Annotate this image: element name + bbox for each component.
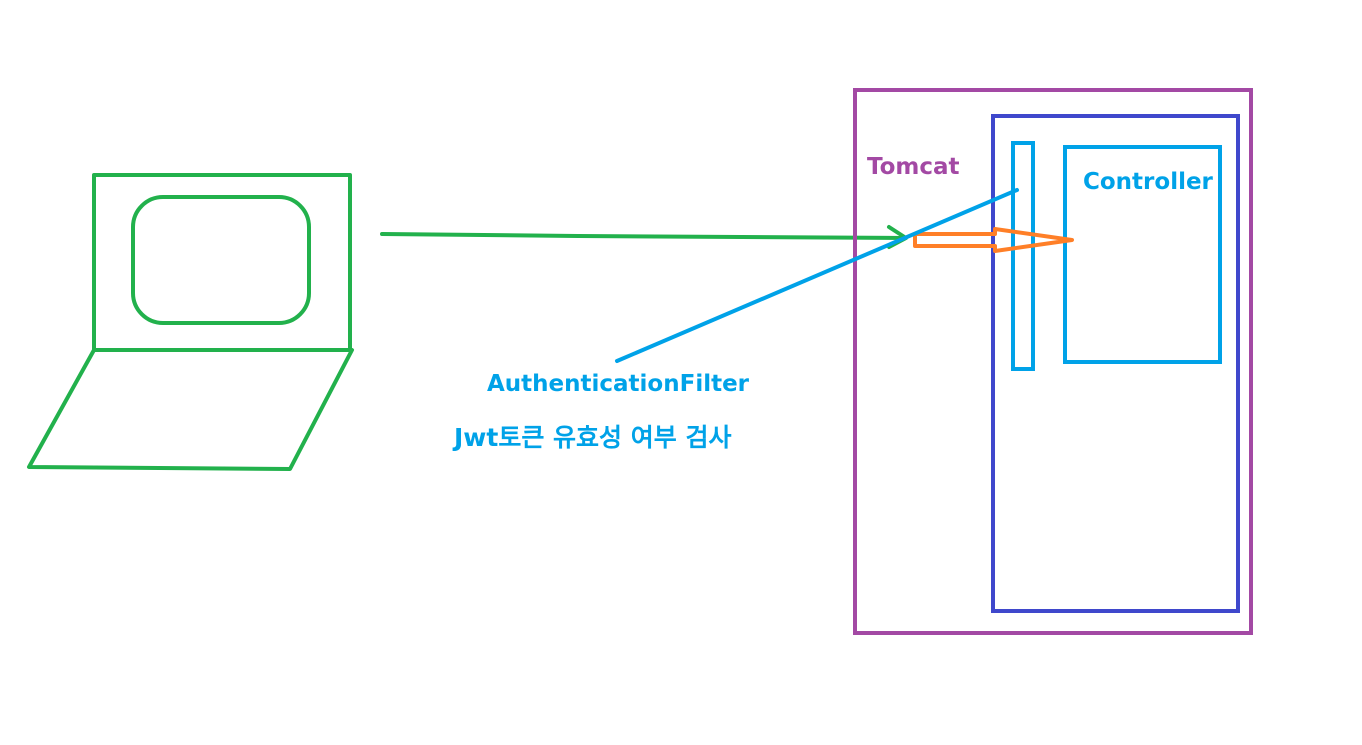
controller-box: [1063, 145, 1222, 364]
forward-arrow: [913, 227, 1074, 253]
tomcat-label: Tomcat: [867, 154, 960, 180]
filter-bar: [1011, 141, 1035, 371]
laptop-screen: [131, 195, 311, 325]
tomcat-box: [853, 88, 1253, 635]
filter-pointer-line: [615, 188, 1019, 363]
filter-label: AuthenticationFilter: [487, 371, 750, 397]
laptop-icon: [27, 173, 354, 471]
filter-description-label: Jwt토큰 유효성 여부 검사: [452, 423, 731, 452]
request-arrow: [380, 225, 908, 249]
laptop-lid: [92, 173, 352, 352]
laptop-base: [27, 348, 354, 471]
controller-label: Controller: [1083, 169, 1214, 195]
container-box: [991, 114, 1240, 613]
